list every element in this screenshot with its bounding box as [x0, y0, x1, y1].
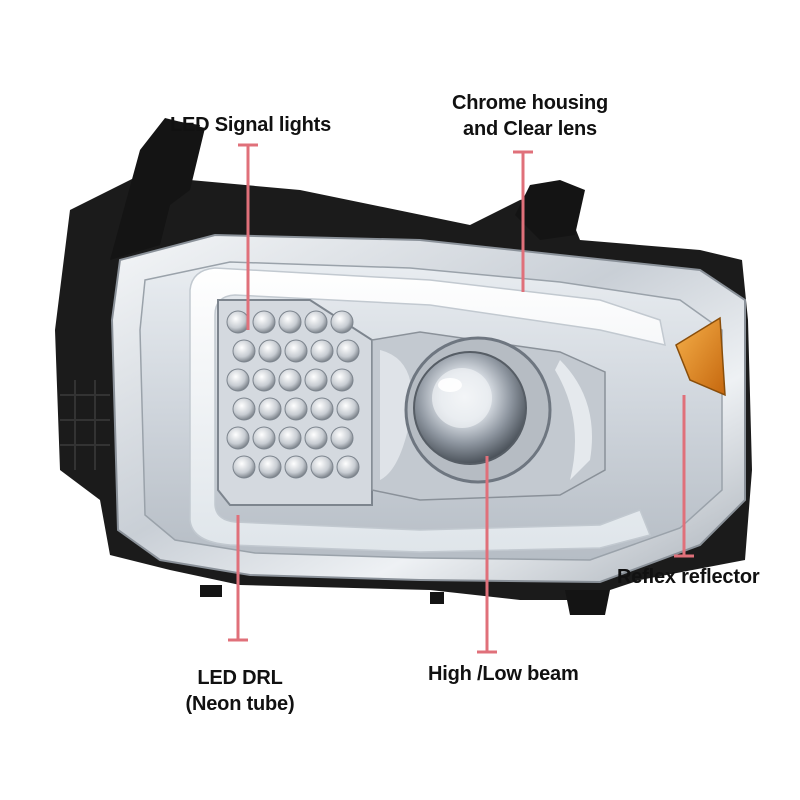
led-dot — [304, 426, 328, 450]
label-reflex-reflector: Reflex reflector — [617, 566, 760, 588]
led-dot — [226, 368, 250, 392]
callout-lines — [228, 143, 694, 654]
led-dot — [252, 310, 276, 334]
led-dot — [278, 368, 302, 392]
callout-line-reflex — [674, 395, 694, 558]
label-led-drl: LED DRL (Neon tube) — [185, 667, 295, 715]
led-dot — [310, 339, 334, 363]
projector-lens — [404, 336, 552, 484]
led-dot — [232, 339, 256, 363]
callout-line-signal — [238, 143, 258, 330]
led-dot — [226, 426, 250, 450]
led-dot — [232, 397, 256, 421]
callout-line-beam — [477, 456, 497, 654]
callout-line-chrome — [513, 150, 533, 292]
led-dot — [330, 310, 354, 334]
led-dot — [258, 339, 282, 363]
led-dot — [284, 455, 308, 479]
led-dot — [304, 310, 328, 334]
led-dot — [336, 397, 360, 421]
label-chrome-housing: Chrome housing and Clear lens — [451, 92, 609, 140]
led-dot — [258, 455, 282, 479]
led-dot — [310, 397, 334, 421]
led-dot — [304, 368, 328, 392]
led-dot — [284, 339, 308, 363]
led-dot — [330, 426, 354, 450]
led-dot — [252, 368, 276, 392]
label-high-low-beam: High /Low beam — [428, 663, 579, 685]
led-dot — [258, 397, 282, 421]
callout-line-drl — [228, 515, 248, 642]
led-dot — [278, 310, 302, 334]
led-signal-array — [217, 299, 373, 506]
led-dot — [226, 310, 250, 334]
led-dot — [336, 455, 360, 479]
led-dot — [252, 426, 276, 450]
amber-reflex-reflector — [675, 316, 726, 397]
led-dot — [336, 339, 360, 363]
led-dot — [284, 397, 308, 421]
led-dot — [310, 455, 334, 479]
led-dot — [330, 368, 354, 392]
led-dot — [232, 455, 256, 479]
label-led-signal-lights: LED Signal lights — [170, 114, 332, 136]
led-dot — [278, 426, 302, 450]
